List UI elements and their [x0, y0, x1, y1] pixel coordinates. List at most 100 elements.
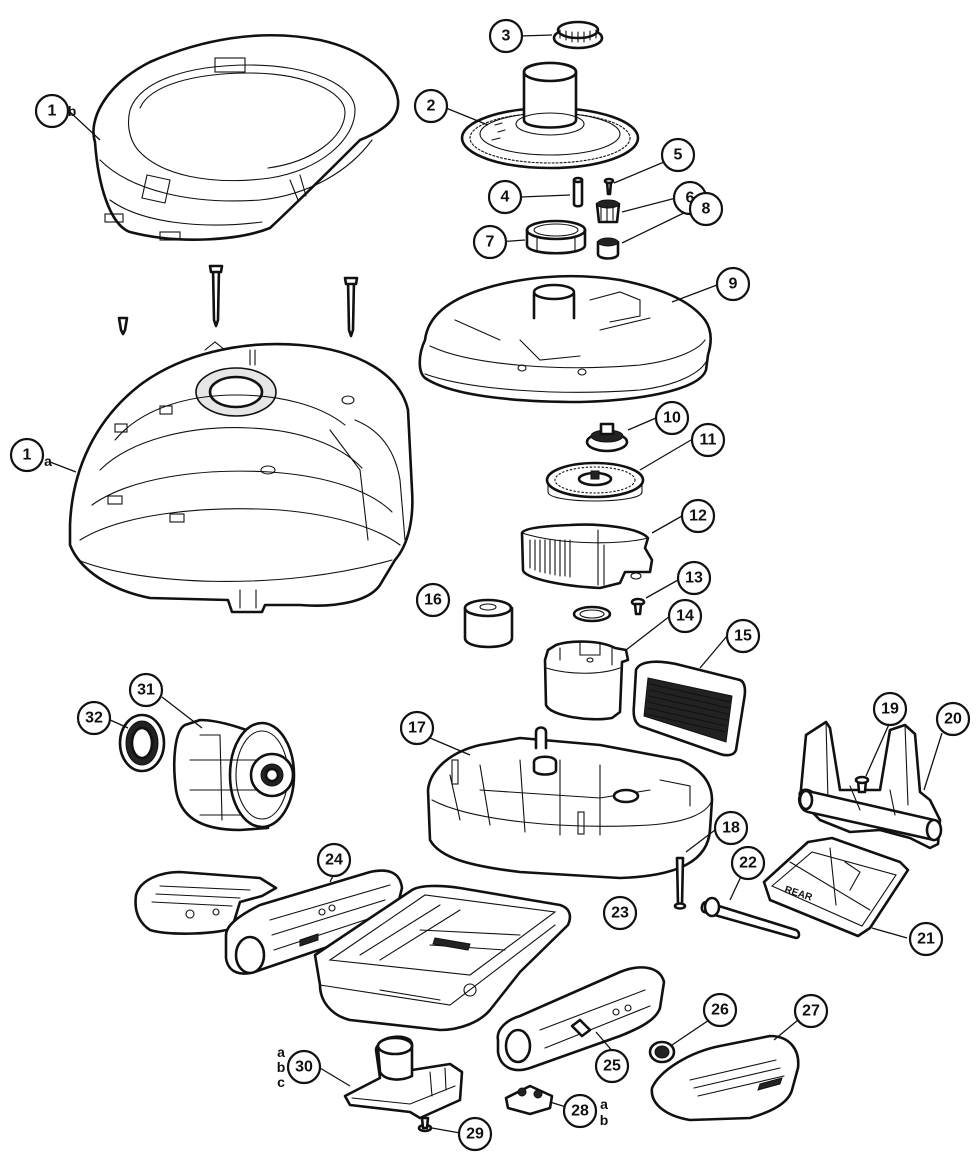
part-gearbox-cover: [418, 274, 712, 404]
part-drive-wheel: [173, 718, 296, 832]
callout-20: 20: [935, 701, 971, 737]
callout-14: 14: [667, 598, 703, 634]
part-small-bearing: [596, 237, 620, 260]
callout-23-number: 23: [611, 905, 629, 922]
screws-cover: [117, 264, 359, 338]
part-top-cover: [92, 33, 400, 241]
part-motor-mount: [543, 640, 630, 721]
callout-5-number: 5: [674, 147, 683, 164]
callout-24: 24: [316, 842, 352, 878]
part-intake-housing: [343, 1035, 464, 1120]
part-drive-pinion: [595, 199, 621, 224]
part-turbine-housing: [520, 523, 654, 590]
callout-30-prefix-a: a: [277, 1044, 285, 1060]
callout-1a: 1 a: [9, 437, 52, 473]
part-filter-grate: [632, 660, 747, 757]
leader-lines: [49, 34, 943, 1134]
callout-15: 15: [725, 618, 761, 654]
callout-26-number: 26: [711, 1002, 729, 1019]
part-bushing-ring: [525, 219, 587, 255]
callout-1b-number: 1: [48, 103, 57, 120]
callout-4: 4: [487, 179, 523, 215]
part-main-body: [68, 341, 414, 614]
part-clip-28: [504, 1084, 554, 1116]
part-right-pod: [496, 966, 666, 1072]
callout-21-number: 21: [917, 931, 935, 948]
callout-28-number: 28: [571, 1103, 589, 1120]
callout-2-number: 2: [427, 98, 436, 115]
callout-23: 23: [602, 895, 638, 931]
callout-11-number: 11: [700, 432, 717, 449]
part-housing-screw: [630, 597, 646, 616]
callout-30-prefix-c: c: [277, 1074, 285, 1090]
callout-10: 10: [654, 400, 690, 436]
callout-31: 31: [128, 672, 164, 708]
callout-30: a b c 30: [277, 1044, 322, 1090]
callout-25-number: 25: [603, 1058, 621, 1075]
callout-32: 32: [76, 700, 112, 736]
callout-19: 19: [872, 691, 908, 727]
callout-4-number: 4: [501, 189, 510, 206]
callout-13-number: 13: [685, 570, 703, 587]
part-axle-rod: [700, 896, 801, 940]
callout-30-prefix-b: b: [277, 1059, 286, 1075]
callout-16-number: 16: [424, 592, 442, 609]
callout-8: 8: [688, 191, 724, 227]
callout-12: 12: [680, 498, 716, 534]
callout-32-number: 32: [85, 710, 103, 727]
callout-5: 5: [660, 137, 696, 173]
part-grommet: [648, 1040, 676, 1064]
callout-15-number: 15: [734, 628, 752, 645]
part-rear-plate: REAR: [762, 836, 910, 938]
callout-3-number: 3: [502, 28, 511, 45]
callout-31-number: 31: [137, 682, 155, 699]
callout-10-number: 10: [663, 410, 681, 427]
callout-17: 17: [399, 710, 435, 746]
callout-26: 26: [702, 992, 738, 1028]
callout-9-number: 9: [729, 276, 738, 293]
callout-12-number: 12: [689, 508, 707, 525]
callout-24-number: 24: [325, 852, 343, 869]
callout-29-number: 29: [466, 1126, 484, 1143]
callout-20-number: 20: [944, 711, 962, 728]
callout-7-number: 7: [486, 234, 495, 251]
callout-25: 25: [594, 1048, 630, 1084]
callout-1a-suffix: a: [44, 453, 52, 469]
callout-21: 21: [908, 921, 944, 957]
callout-8-number: 8: [702, 201, 711, 218]
part-rear-end-cap: [650, 1034, 800, 1122]
callout-28-suffix-b: b: [600, 1112, 609, 1128]
callout-17-number: 17: [408, 720, 426, 737]
callout-30-number: 30: [295, 1059, 313, 1076]
part-chassis-base: [426, 726, 714, 880]
part-screw-29: [417, 1116, 433, 1133]
callout-11: 11: [690, 422, 726, 458]
part-o-ring: [572, 605, 612, 623]
part-pinion-gear: [585, 422, 629, 453]
callout-22: 22: [730, 845, 766, 881]
part-front-end-cap: [134, 870, 278, 935]
part-long-pin: [673, 856, 687, 910]
callout-27: 27: [793, 993, 829, 1029]
callout-6-number: 6: [686, 190, 695, 207]
callout-22-number: 22: [739, 855, 757, 872]
callout-16: 16: [415, 582, 451, 618]
callout-7: 7: [472, 224, 508, 260]
callout-14-number: 14: [676, 608, 694, 625]
part-tiny-screw: [603, 177, 615, 196]
callout-19-number: 19: [881, 701, 899, 718]
callout-1b-suffix: b: [68, 103, 77, 119]
callout-13: 13: [676, 560, 712, 596]
callout-18: 18: [713, 810, 749, 846]
callout-3: 3: [488, 18, 524, 54]
part-small-gear-top: [552, 20, 604, 50]
part-pin-shaft: [572, 176, 584, 208]
callout-1b: 1 b: [34, 93, 77, 129]
callout-27-number: 27: [802, 1003, 820, 1020]
part-steering-bracket: [797, 720, 943, 850]
callout-28: 28 a b: [562, 1093, 609, 1129]
callout-18-number: 18: [722, 820, 740, 837]
part-cylinder-bushing: [463, 598, 514, 649]
